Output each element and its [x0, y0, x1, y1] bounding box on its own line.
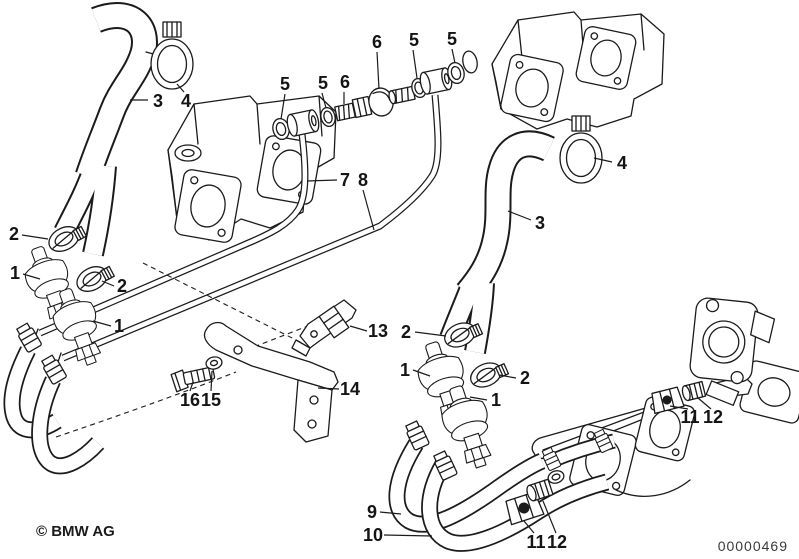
vent-hose-3-left — [64, 16, 144, 254]
callout-leader — [321, 92, 327, 109]
callout-label-5: 5 — [409, 30, 419, 50]
exhaust-flange — [174, 169, 242, 243]
callout-label-6: 6 — [372, 32, 382, 52]
crimp-fitting — [14, 321, 43, 354]
callout-leader — [412, 369, 431, 377]
callout-label-1: 1 — [10, 263, 20, 283]
callout-leader — [507, 210, 532, 221]
callout-leader — [379, 511, 402, 515]
exhaust-manifold-bottom-right — [531, 360, 799, 497]
callout-leader — [306, 179, 338, 182]
vent-hose-3-right — [450, 144, 549, 352]
washer-5 — [272, 117, 290, 141]
callout-label-9: 9 — [367, 502, 377, 522]
exhaust-flange — [256, 135, 322, 205]
bushing — [286, 109, 320, 137]
callout-label-11: 11 — [680, 407, 699, 427]
callout-leader — [176, 83, 185, 93]
callout-label-3: 3 — [535, 213, 545, 233]
callout-leader — [498, 374, 517, 379]
exhaust-flange — [500, 53, 564, 123]
worm-clamp-4 — [150, 21, 194, 90]
callout-label-10: 10 — [363, 525, 383, 545]
alignment-line — [55, 371, 237, 438]
callout-label-5: 5 — [280, 74, 290, 94]
callout-leader — [22, 273, 41, 280]
callout-label-8: 8 — [358, 170, 368, 190]
callout-leader — [697, 397, 712, 410]
callout-label-4: 4 — [181, 91, 191, 111]
callout-label-3: 3 — [153, 91, 163, 111]
bracket-13 — [291, 299, 357, 357]
callout-leader — [593, 157, 613, 163]
callout-label-15: 15 — [201, 390, 221, 410]
callout-leader — [523, 520, 535, 534]
callout-leader — [669, 405, 689, 410]
callout-leader — [92, 320, 112, 327]
document-number: 00000469 — [718, 538, 788, 554]
callout-label-1: 1 — [491, 390, 501, 410]
callout-label-2: 2 — [520, 368, 530, 388]
callout-label-6: 6 — [340, 72, 350, 92]
callout-leader — [376, 51, 380, 90]
callout-leader — [542, 500, 557, 534]
callout-leader — [21, 234, 49, 240]
water-flange-right — [689, 297, 776, 406]
callout-label-7: 7 — [340, 170, 350, 190]
callout-leader — [101, 280, 115, 287]
callout-leader — [317, 387, 340, 390]
copyright-text: © BMW AG — [36, 523, 115, 540]
callout-label-11: 11 — [526, 532, 545, 552]
bushing — [419, 67, 453, 95]
bolt-shank-6 — [388, 85, 416, 105]
sleeve-12 — [681, 380, 707, 402]
alignment-line — [142, 262, 301, 343]
hose-clamp-2 — [72, 258, 117, 297]
callout-leader — [362, 189, 375, 231]
callout-leader — [210, 370, 213, 392]
cylinder-head-right — [462, 11, 665, 130]
exhaust-flange — [575, 26, 637, 90]
callout-leader — [349, 325, 368, 332]
callout-label-2: 2 — [401, 322, 411, 342]
callout-label-2: 2 — [117, 276, 127, 296]
callout-leader — [469, 396, 488, 401]
callout-label-16: 16 — [180, 390, 200, 410]
callout-label-14: 14 — [340, 379, 360, 399]
callout-label-12: 12 — [703, 407, 723, 427]
hose-clamp-2 — [466, 355, 511, 393]
callout-leader — [189, 381, 194, 392]
callout-label-1: 1 — [400, 360, 410, 380]
bolt-shank-6 — [334, 102, 356, 122]
callout-label-13: 13 — [368, 321, 388, 341]
callout-leader — [383, 534, 433, 537]
callout-label-5: 5 — [447, 29, 457, 49]
callout-leader — [414, 331, 447, 337]
callout-leader — [451, 48, 456, 64]
callout-label-12: 12 — [547, 532, 567, 552]
callout-label-1: 1 — [114, 316, 124, 336]
callout-label-2: 2 — [9, 224, 19, 244]
callout-leader — [412, 49, 418, 79]
sleeve-12 — [526, 478, 554, 502]
callout-label-4: 4 — [617, 153, 627, 173]
callout-leader — [280, 93, 286, 120]
callout-label-5: 5 — [318, 73, 328, 93]
washer-5 — [447, 61, 465, 85]
washer-15 — [205, 356, 223, 370]
washer — [547, 470, 565, 484]
